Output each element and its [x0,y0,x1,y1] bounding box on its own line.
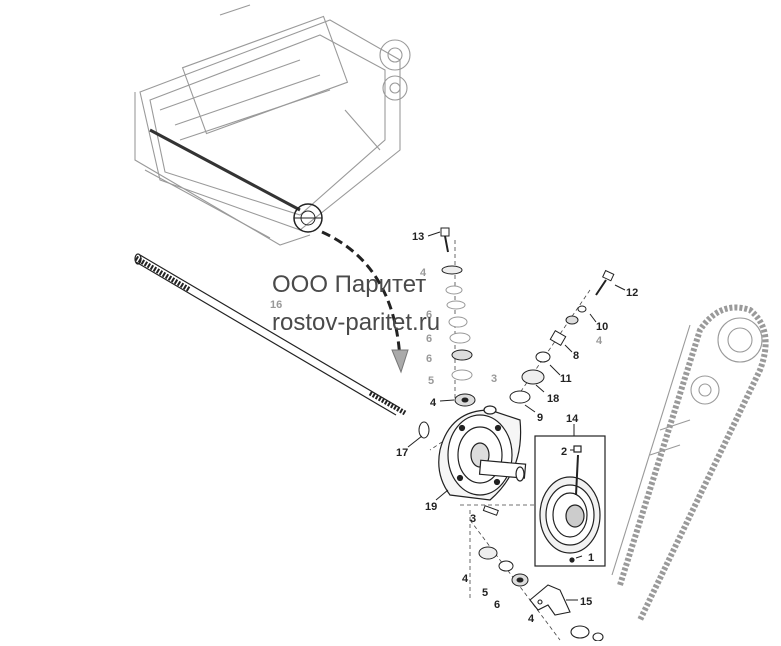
svg-text:15: 15 [580,596,592,608]
svg-text:12: 12 [626,287,638,299]
svg-text:17: 17 [396,447,408,459]
machine-housing [134,4,411,246]
housing-hub [293,203,323,233]
callout-1: 1 [575,552,594,564]
svg-text:8: 8 [573,350,579,362]
callout-6-c: 6 [426,353,432,365]
watermark-url: rostov-paritet.ru [272,309,441,336]
pointer-arrow [321,230,409,374]
svg-text:16: 16 [270,299,282,311]
callout-4-mid: 4 [430,397,455,409]
svg-text:2: 2 [561,446,567,458]
svg-text:10: 10 [596,321,608,333]
pump-body [438,405,527,501]
bolt-and-washers [440,227,476,407]
svg-text:6: 6 [426,353,432,365]
o-ring [418,421,430,439]
svg-text:14: 14 [566,413,579,425]
svg-text:6: 6 [426,333,432,345]
callout-9: 9 [524,404,543,424]
svg-text:1: 1 [588,552,594,564]
callout-6-bottom: 6 [494,599,500,611]
callout-4-bottom: 4 [462,573,469,585]
svg-text:4: 4 [462,573,469,585]
svg-text:4: 4 [430,397,437,409]
long-shaft [134,253,407,416]
svg-text:13: 13 [412,231,424,243]
svg-text:6: 6 [426,309,432,321]
callout-11: 11 [549,364,572,385]
svg-text:5: 5 [482,587,488,599]
callout-4-top: 4 [420,267,427,279]
svg-text:18: 18 [547,393,559,405]
callout-2: 2 [561,446,574,458]
callout-13: 13 [412,231,441,243]
pin [482,505,499,516]
callout-10: 10 [589,313,608,333]
callout-18: 18 [535,384,559,405]
svg-text:5: 5 [428,375,434,387]
bracket [529,584,604,642]
svg-text:4: 4 [596,335,603,347]
callout-16: 16 [270,299,282,311]
svg-text:11: 11 [560,373,572,385]
svg-text:4: 4 [528,613,535,625]
callout-6-a: 6 [426,309,432,321]
lower-washers [478,546,529,587]
belt-drive [611,304,769,622]
callout-5-bottom: 5 [482,587,488,599]
svg-text:6: 6 [494,599,500,611]
callout-3-top: 3 [491,373,497,385]
svg-text:4: 4 [420,267,427,279]
callout-4-bracket: 4 [528,613,535,625]
svg-text:3: 3 [470,513,476,525]
callout-3-bottom: 3 [470,513,476,525]
callout-5-mid: 5 [428,375,434,387]
watermark-company: ООО Паритет [272,271,427,298]
callout-12: 12 [614,284,638,299]
callout-8: 8 [564,344,579,362]
callout-17: 17 [396,435,423,459]
callout-6-b: 6 [426,333,432,345]
callout-19: 19 [425,489,449,513]
svg-text:3: 3 [491,373,497,385]
callout-15: 15 [566,596,592,608]
pulley-assembly [534,435,606,567]
callout-14: 14 [566,413,579,436]
bolt-and-small-parts [509,269,615,404]
callout-4-right: 4 [596,335,603,347]
svg-text:19: 19 [425,501,437,513]
svg-text:9: 9 [537,412,543,424]
